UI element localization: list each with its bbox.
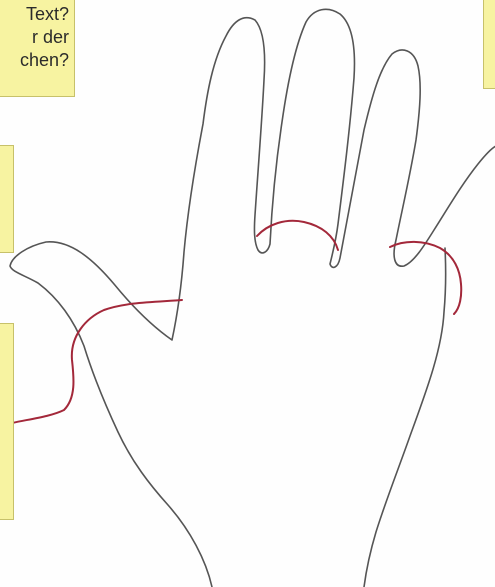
note-left-lower — [0, 323, 14, 520]
note-top-left: Text? r der chen? — [0, 0, 75, 97]
note-left-middle — [0, 145, 14, 253]
thread-ring-ring-finger — [390, 242, 461, 314]
thread-line — [0, 300, 182, 426]
note-top-left-line-2: r der — [0, 26, 69, 49]
note-top-left-line-1: Text? — [0, 3, 69, 26]
palm-right-edge — [364, 248, 446, 587]
hand-outline — [10, 9, 495, 587]
note-top-left-line-3: chen? — [0, 49, 69, 72]
note-top-right — [483, 0, 495, 89]
